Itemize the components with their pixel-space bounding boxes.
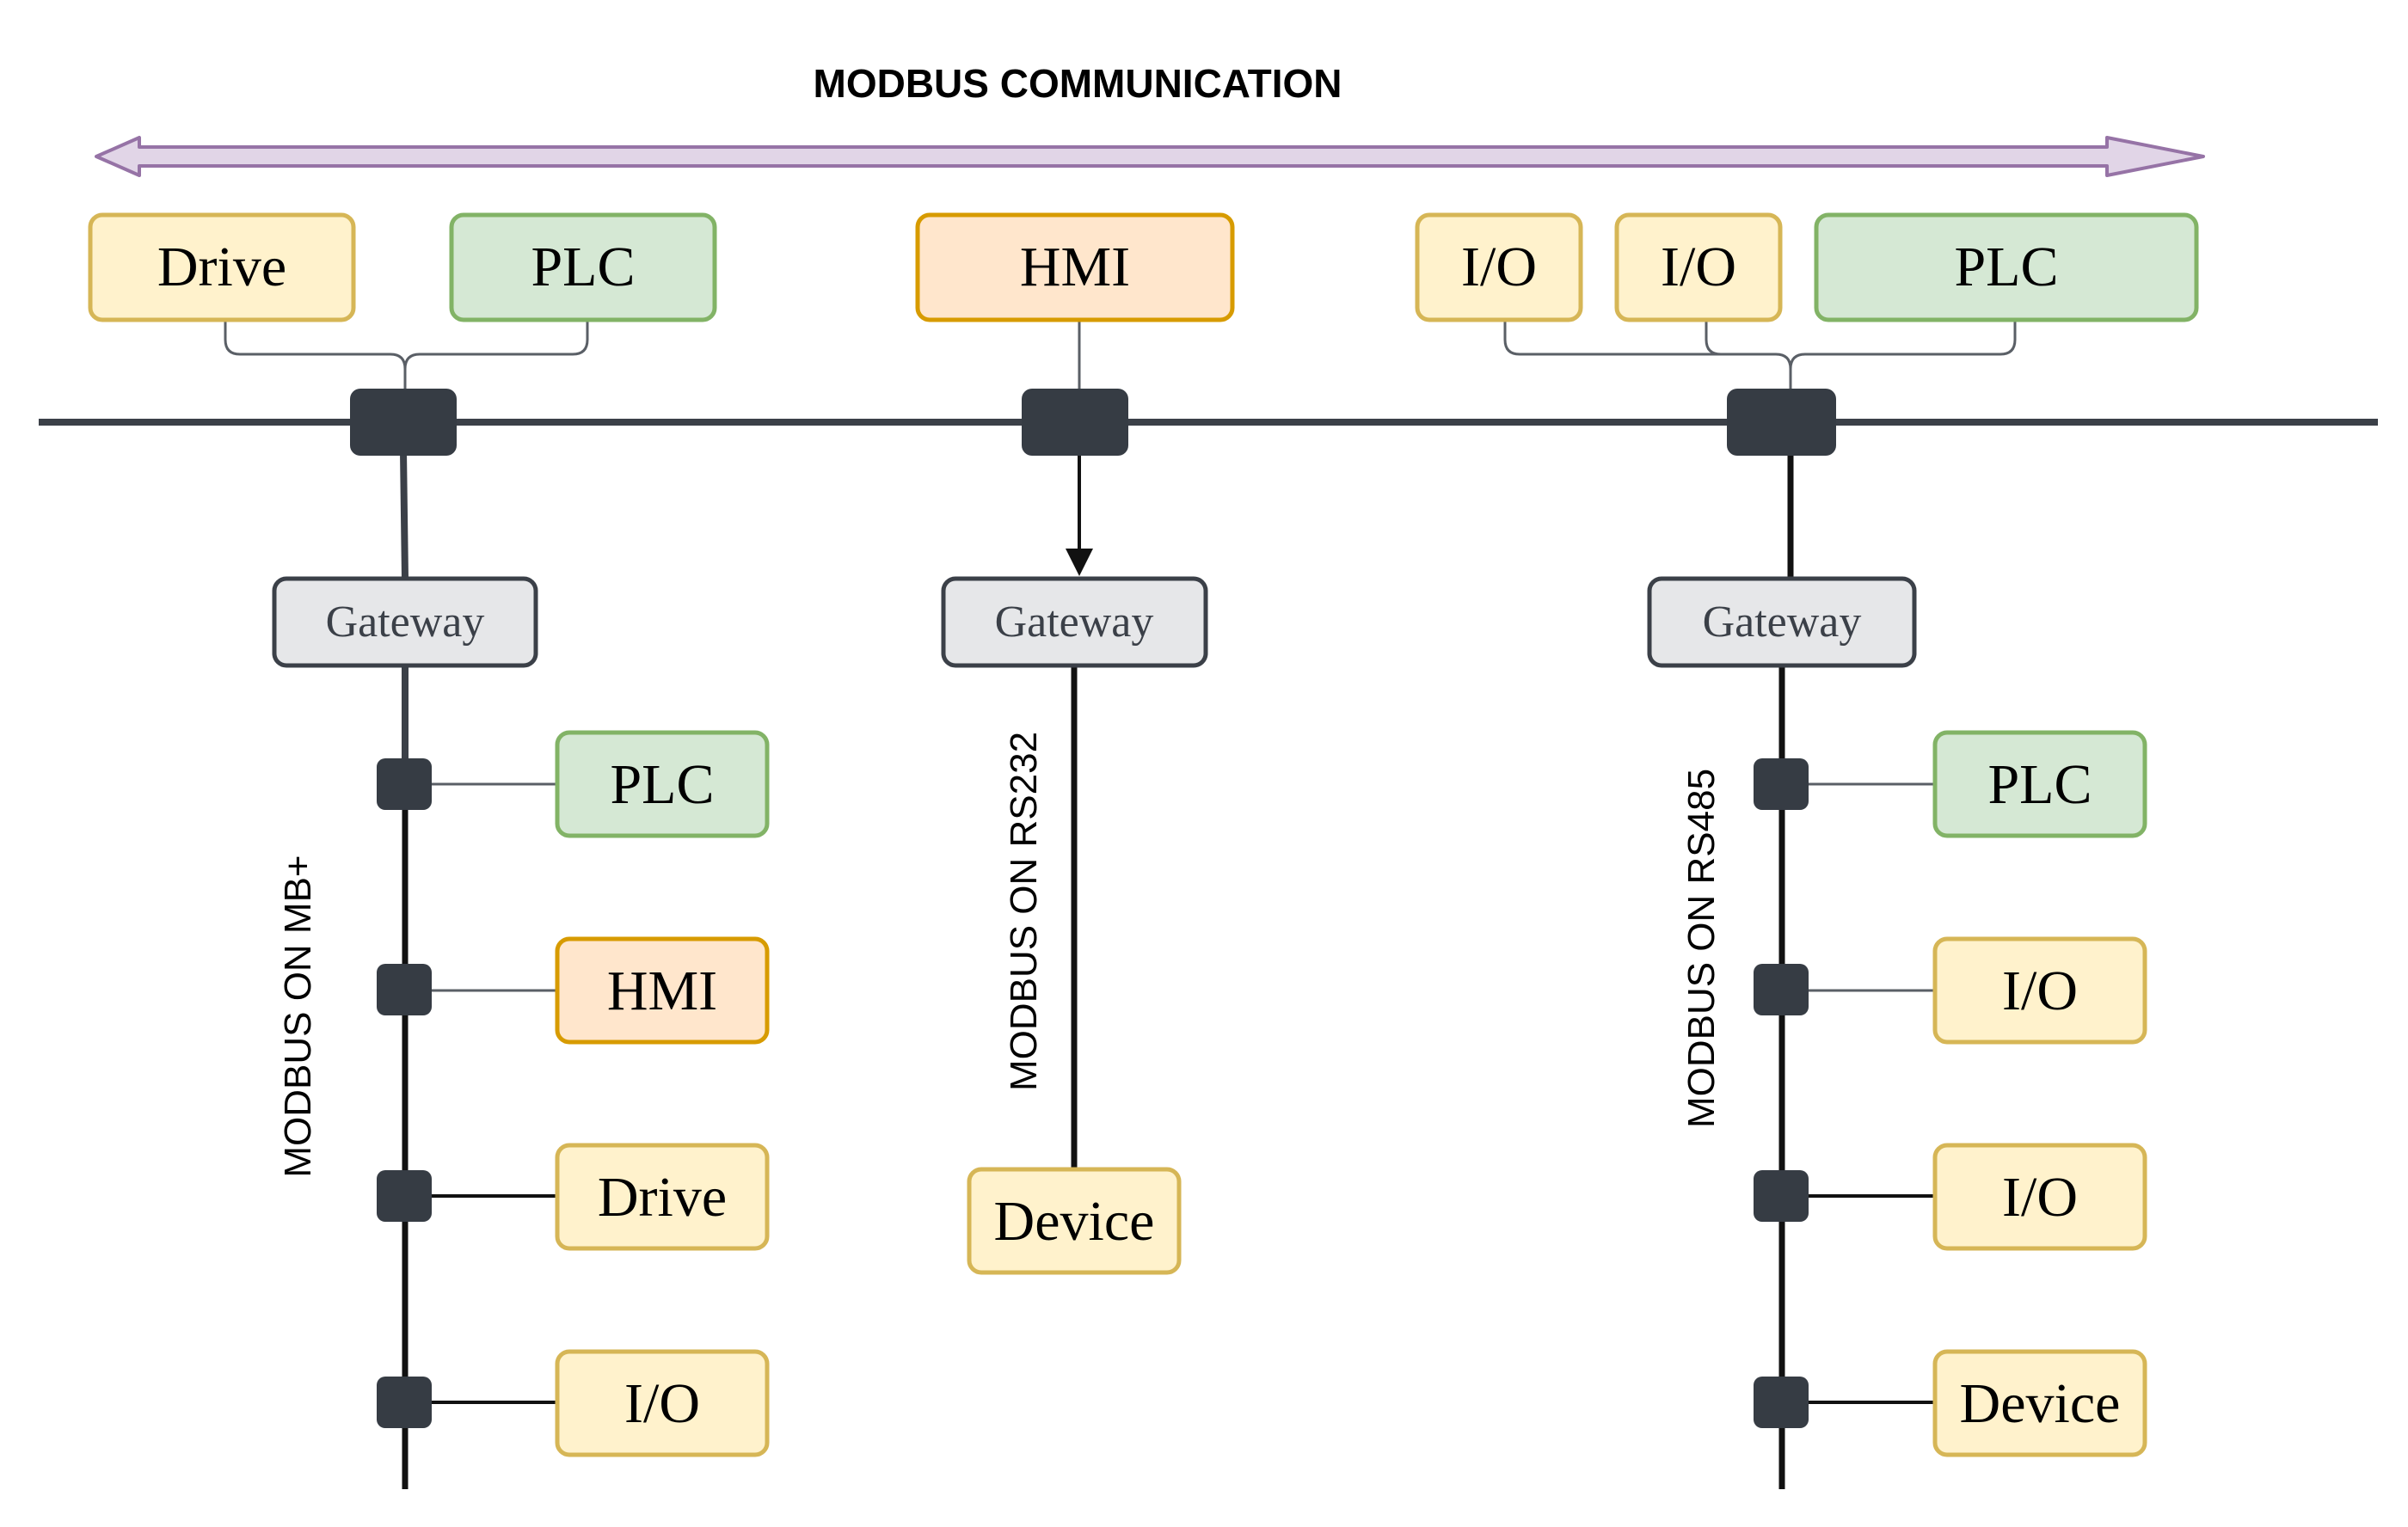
left-net-device-plc-label: PLC xyxy=(610,753,714,816)
gateway-left[interactable]: Gateway xyxy=(272,576,538,668)
left-net-device-drive[interactable]: Drive xyxy=(555,1143,770,1251)
tap-right-2 xyxy=(1754,964,1809,1015)
connector-io1-to-coupler xyxy=(1503,320,1792,391)
communication-double-arrow xyxy=(95,136,2205,177)
top-device-drive[interactable]: Drive xyxy=(88,212,356,322)
gateway-right[interactable]: Gateway xyxy=(1647,576,1917,668)
right-net-device-io-1[interactable]: I/O xyxy=(1932,936,2147,1045)
tap-left-1 xyxy=(377,758,432,810)
tap-left-2 xyxy=(377,964,432,1015)
top-device-io-1[interactable]: I/O xyxy=(1415,212,1583,322)
network-label-center: MODBUS ON RS232 xyxy=(1003,732,1045,1091)
network-label-right: MODBUS ON RS485 xyxy=(1680,769,1723,1128)
connector-io2-to-coupler xyxy=(1705,320,1776,356)
connector-plc-right-to-coupler xyxy=(1789,320,2017,391)
right-net-device-plc[interactable]: PLC xyxy=(1932,730,2147,838)
top-device-plc-left[interactable]: PLC xyxy=(449,212,717,322)
gateway-right-label: Gateway xyxy=(1703,598,1862,647)
tap-left-3 xyxy=(377,1170,432,1222)
top-device-drive-label: Drive xyxy=(157,236,286,298)
top-device-io-2[interactable]: I/O xyxy=(1614,212,1783,322)
top-device-hmi-label: HMI xyxy=(1020,236,1130,298)
right-net-device-io-1-label: I/O xyxy=(2002,960,2078,1022)
right-net-device-io-2[interactable]: I/O xyxy=(1932,1143,2147,1251)
gateway-center[interactable]: Gateway xyxy=(941,576,1208,668)
network-label-left: MODBUS ON MB+ xyxy=(277,855,319,1177)
top-device-plc-right[interactable]: PLC xyxy=(1814,212,2199,322)
diagram-title: MODBUS COMMUNICATION xyxy=(814,61,1342,106)
top-device-hmi[interactable]: HMI xyxy=(915,212,1235,322)
right-net-device-device-label: Device xyxy=(1960,1372,2121,1435)
tap-right-4 xyxy=(1754,1377,1809,1428)
left-net-device-hmi-label: HMI xyxy=(607,960,717,1022)
drop-arrowhead-center xyxy=(1066,549,1093,576)
tap-right-3 xyxy=(1754,1170,1809,1222)
connector-drive-to-coupler xyxy=(224,320,407,391)
top-device-io-2-label: I/O xyxy=(1661,236,1736,298)
bus-coupler-center xyxy=(1022,389,1128,456)
tap-left-4 xyxy=(377,1377,432,1428)
left-net-device-io-label: I/O xyxy=(624,1372,700,1435)
right-net-device-device[interactable]: Device xyxy=(1932,1349,2147,1457)
right-net-device-io-2-label: I/O xyxy=(2002,1166,2078,1229)
left-net-device-io[interactable]: I/O xyxy=(555,1349,770,1457)
top-device-io-1-label: I/O xyxy=(1461,236,1537,298)
right-net-device-plc-label: PLC xyxy=(1987,753,2092,816)
left-net-device-plc[interactable]: PLC xyxy=(555,730,770,838)
bus-coupler-left xyxy=(350,389,457,456)
left-net-device-hmi[interactable]: HMI xyxy=(555,936,770,1045)
tap-right-1 xyxy=(1754,758,1809,810)
connector-plc-to-coupler xyxy=(403,320,589,391)
center-net-device[interactable]: Device xyxy=(967,1167,1182,1275)
top-device-plc-right-label: PLC xyxy=(1954,236,2058,298)
left-net-device-drive-label: Drive xyxy=(598,1166,727,1229)
gateway-left-label: Gateway xyxy=(326,598,485,647)
drop-line-left xyxy=(400,451,408,580)
bus-coupler-right xyxy=(1727,389,1836,456)
top-device-plc-left-label: PLC xyxy=(531,236,635,298)
gateway-center-label: Gateway xyxy=(995,598,1154,647)
center-net-device-label: Device xyxy=(994,1190,1155,1253)
